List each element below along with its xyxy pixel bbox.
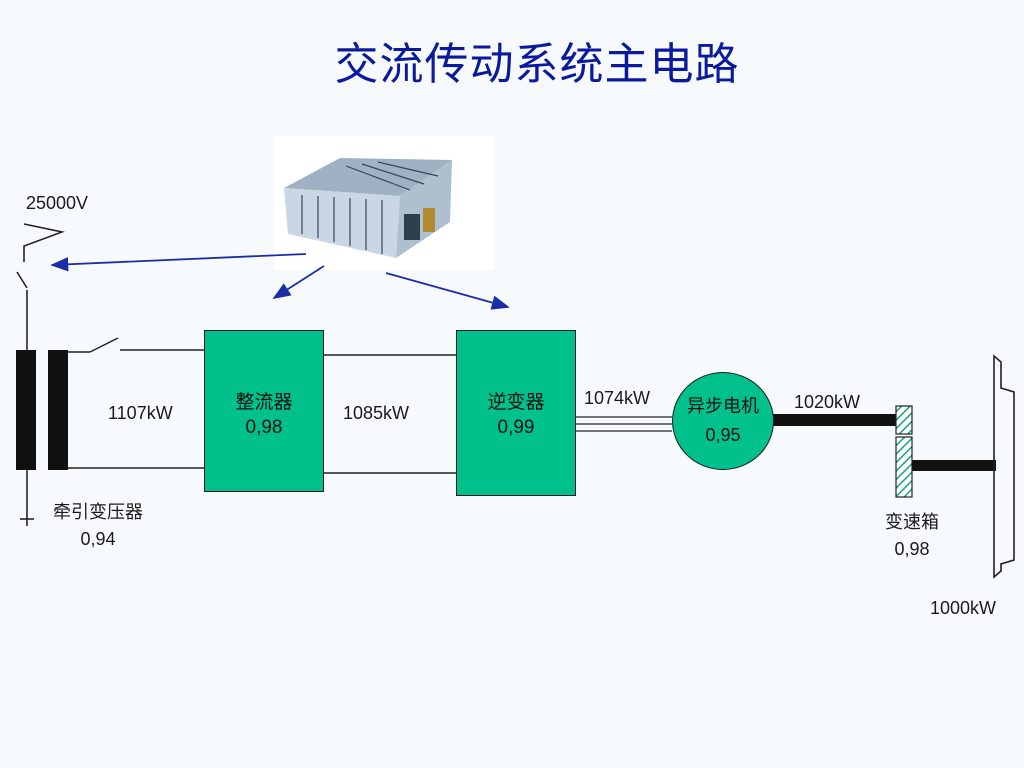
async-motor: 异步电机 0,95	[672, 372, 774, 470]
transformer-label: 牵引变压器	[53, 502, 143, 523]
inverter-output-power: 1074kW	[584, 388, 651, 408]
dc-link	[323, 354, 456, 474]
inverter-efficiency: 0,99	[497, 417, 535, 438]
pantograph	[23, 223, 65, 262]
traction-transformer	[16, 350, 68, 526]
control-arrows	[50, 253, 510, 310]
control-unit-image	[274, 136, 494, 270]
secondary-wiring	[68, 337, 204, 469]
transformer-output-power: 1107kW	[108, 403, 173, 423]
supply-voltage-label: 25000V	[26, 193, 89, 213]
motor-feed	[576, 416, 672, 432]
rectifier-block: 整流器 0,98	[204, 330, 324, 492]
gearbox-label: 变速箱	[885, 512, 939, 533]
motor-output-power: 1020kW	[794, 392, 861, 412]
gearbox-efficiency: 0,98	[894, 539, 930, 559]
rectifier-efficiency: 0,98	[245, 417, 283, 438]
motor-shaft	[772, 414, 896, 426]
rectifier-output-power: 1085kW	[343, 403, 410, 423]
inverter-label: 逆变器	[487, 391, 545, 413]
gearbox	[895, 405, 913, 498]
wheel	[993, 354, 1015, 579]
motor-efficiency: 0,95	[705, 425, 741, 445]
motor-label: 异步电机	[687, 396, 759, 417]
wheel-output-power: 1000kW	[930, 598, 997, 618]
main-switch	[16, 271, 28, 350]
inverter-block: 逆变器 0,99	[456, 330, 576, 496]
output-shaft	[912, 460, 996, 471]
transformer-caption: 牵引变压器 0,94	[38, 500, 158, 552]
rectifier-label: 整流器	[235, 391, 293, 413]
gearbox-caption: 变速箱 0,98	[862, 510, 962, 562]
page-title: 交流传动系统主电路	[334, 39, 740, 90]
transformer-efficiency: 0,94	[80, 529, 116, 549]
